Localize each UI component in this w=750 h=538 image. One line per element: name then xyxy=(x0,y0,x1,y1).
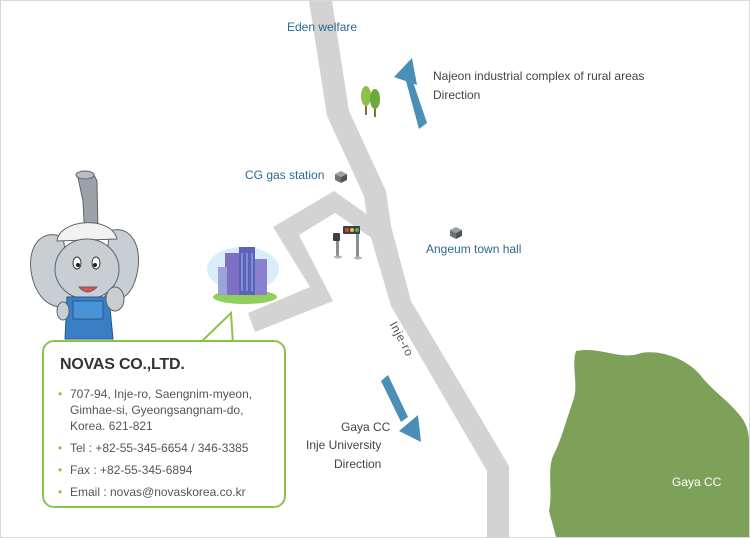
label-najeon-line2: Direction xyxy=(433,88,481,102)
label-angeum-town-hall: Angeum town hall xyxy=(426,242,522,256)
label-gaya-line2: Inje University xyxy=(306,438,382,452)
company-address: 707-94, Inje-ro, Saengnim-myeon, Gimhae-… xyxy=(58,386,280,434)
main-road xyxy=(309,1,509,537)
building-marker-icon xyxy=(450,227,462,239)
company-building-icon xyxy=(207,247,279,304)
company-name: NOVAS CO.,LTD. xyxy=(60,356,185,373)
tree-icon xyxy=(361,86,380,117)
gaya-cc-area xyxy=(549,349,749,537)
label-gaya-line3: Direction xyxy=(334,457,382,471)
arrow-najeon xyxy=(394,58,427,129)
arrow-gaya xyxy=(381,375,421,442)
company-info-card: NOVAS CO.,LTD. 707-94, Inje-ro, Saengnim… xyxy=(42,340,286,508)
label-gaya-line1: Gaya CC xyxy=(341,420,391,434)
company-contact-list: 707-94, Inje-ro, Saengnim-myeon, Gimhae-… xyxy=(58,386,280,506)
company-fax: Fax : +82-55-345-6894 xyxy=(58,462,280,478)
company-email: Email : novas@novaskorea.co.kr xyxy=(58,484,280,500)
label-gaya-cc-area: Gaya CC xyxy=(672,475,722,489)
side-road xyxy=(248,191,373,332)
elephant-mascot xyxy=(30,170,139,340)
building-marker-icon xyxy=(335,171,347,183)
traffic-light-icon xyxy=(333,226,362,260)
label-eden-welfare: Eden welfare xyxy=(287,20,358,34)
label-cg-gas-station: CG gas station xyxy=(245,168,325,182)
company-tel: Tel : +82-55-345-6654 / 346-3385 xyxy=(58,440,280,456)
label-najeon-line1: Najeon industrial complex of rural areas xyxy=(433,69,645,83)
